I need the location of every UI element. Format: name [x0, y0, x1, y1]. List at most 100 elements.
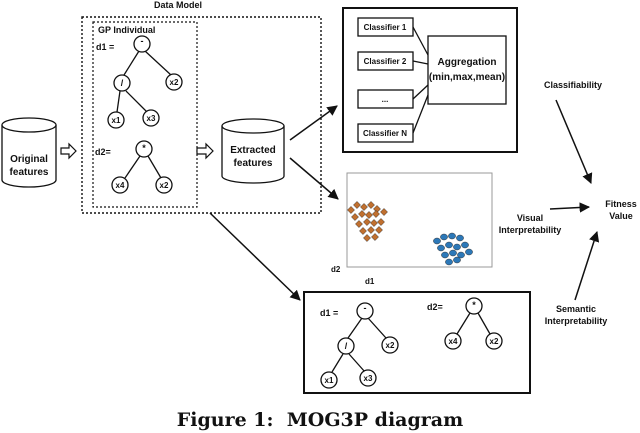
tree-d2-semantic: d2= * x4 x2 [427, 297, 503, 350]
tree-node-label: - [141, 36, 144, 46]
classifiability-label: Classifiability [544, 80, 602, 90]
fitness-line2: Value [609, 211, 633, 221]
scatter-point [377, 218, 385, 226]
scatter-point [363, 218, 371, 226]
scatter-point [441, 251, 449, 259]
tree-d1-semantic: d1 = - / x2 x1 x3 [320, 302, 399, 389]
tree-node [113, 74, 131, 92]
tree-node-label: x2 [490, 337, 499, 346]
tree-node-label: / [121, 78, 124, 88]
tree-node-label: * [472, 300, 476, 310]
scatter-point [440, 233, 448, 241]
scatter-point [367, 226, 375, 234]
tree-node [142, 109, 160, 127]
tree-node [165, 73, 183, 91]
visual-label-line1: Visual [517, 213, 543, 223]
tree-d2-label: d2= [95, 147, 111, 157]
scatter-point [351, 213, 359, 221]
classifier-label: Classifier 1 [364, 23, 407, 32]
tree-node [381, 336, 399, 354]
arrow-to-classifiers [289, 105, 338, 141]
tree-node-label: x2 [386, 341, 395, 350]
tree-node [359, 369, 377, 387]
scatter-point [456, 234, 464, 242]
scatter-point [347, 206, 355, 214]
scatter-point [365, 211, 373, 219]
hollow-arrow-icon [60, 142, 77, 160]
aggregation-line1: Aggregation [438, 57, 497, 68]
data-model-box [81, 16, 322, 214]
tree-node [465, 297, 483, 315]
tree-node [133, 35, 151, 53]
tree-d2-model: d2= * x4 x2 [95, 140, 173, 194]
tree-node-label: x4 [449, 337, 458, 346]
tree-node [107, 111, 125, 129]
tree-d1-label: d1 = [96, 42, 114, 52]
arrow-semantic-fitness [574, 231, 600, 301]
hollow-arrow-icon [196, 142, 214, 160]
scatter-point [372, 210, 380, 218]
scatter-xlabel: d1 [365, 277, 375, 286]
scatter-points [347, 201, 473, 266]
semantic-label-line2: Interpretability [545, 316, 608, 326]
scatter-point [445, 241, 453, 249]
scatter-point [453, 243, 461, 251]
tree-d1-model: d1 = - / x2 x1 x3 [96, 35, 183, 129]
tree-node-label: x1 [325, 376, 334, 385]
scatter-point [353, 201, 361, 209]
tree-node [135, 140, 153, 158]
scatter-point [370, 219, 378, 227]
tree-node [155, 176, 173, 194]
scatter-point [465, 248, 473, 256]
scatter-point [461, 241, 469, 249]
extracted-features-line1: Extracted [230, 145, 276, 156]
classifier-label: Classifier N [363, 129, 407, 138]
extracted-features-line2: features [234, 158, 273, 169]
arrow-visual-fitness [549, 202, 591, 213]
classifier-label: ... [382, 95, 389, 104]
fitness-line1: Fitness [605, 199, 637, 209]
scatter-point [445, 258, 453, 266]
scatter-ylabel: d2 [331, 265, 341, 274]
tree-node [444, 332, 462, 350]
scatter-point [360, 203, 368, 211]
original-features-line1: Original [10, 154, 48, 165]
tree-node-label: / [345, 341, 348, 351]
scatter-point [448, 232, 456, 240]
figure-caption: Figure 1: MOG3P diagram [177, 409, 463, 431]
data-model-title: Data Model [154, 0, 202, 10]
scatter-point [359, 227, 367, 235]
arrow-to-visual [289, 157, 339, 200]
tree-node-label: * [142, 143, 146, 153]
classifier-connectors [412, 26, 429, 134]
scatter-point [453, 256, 461, 264]
tree-node [485, 332, 503, 350]
tree-node-label: x2 [160, 181, 169, 190]
scatter-point [355, 220, 363, 228]
scatter-point [457, 251, 465, 259]
aggregation-line2: (min,max,mean) [429, 72, 505, 83]
original-features-line2: features [10, 167, 49, 178]
original-features-cylinder: Original features [1, 117, 57, 188]
tree-node-label: x1 [112, 116, 121, 125]
tree-node [356, 302, 374, 320]
tree-node-label: x3 [147, 114, 156, 123]
tree-d2-label: d2= [427, 302, 443, 312]
visual-label-line2: Interpretability [499, 225, 562, 235]
aggregation-box [427, 35, 507, 105]
tree-node-label: x2 [170, 78, 179, 87]
scatter-point [363, 234, 371, 242]
classifier-label: Classifier 2 [364, 57, 407, 66]
scatter-point [437, 244, 445, 252]
scatter-point [375, 226, 383, 234]
gp-individual-box [92, 21, 198, 208]
scatter-point [449, 249, 457, 257]
scatter-point [380, 208, 388, 216]
gp-individual-title: GP Individual [98, 25, 155, 35]
scatter-point [371, 233, 379, 241]
tree-node [111, 176, 129, 194]
tree-node-label: x4 [116, 181, 125, 190]
tree-d1-label: d1 = [320, 308, 338, 318]
scatter-point [367, 201, 375, 209]
